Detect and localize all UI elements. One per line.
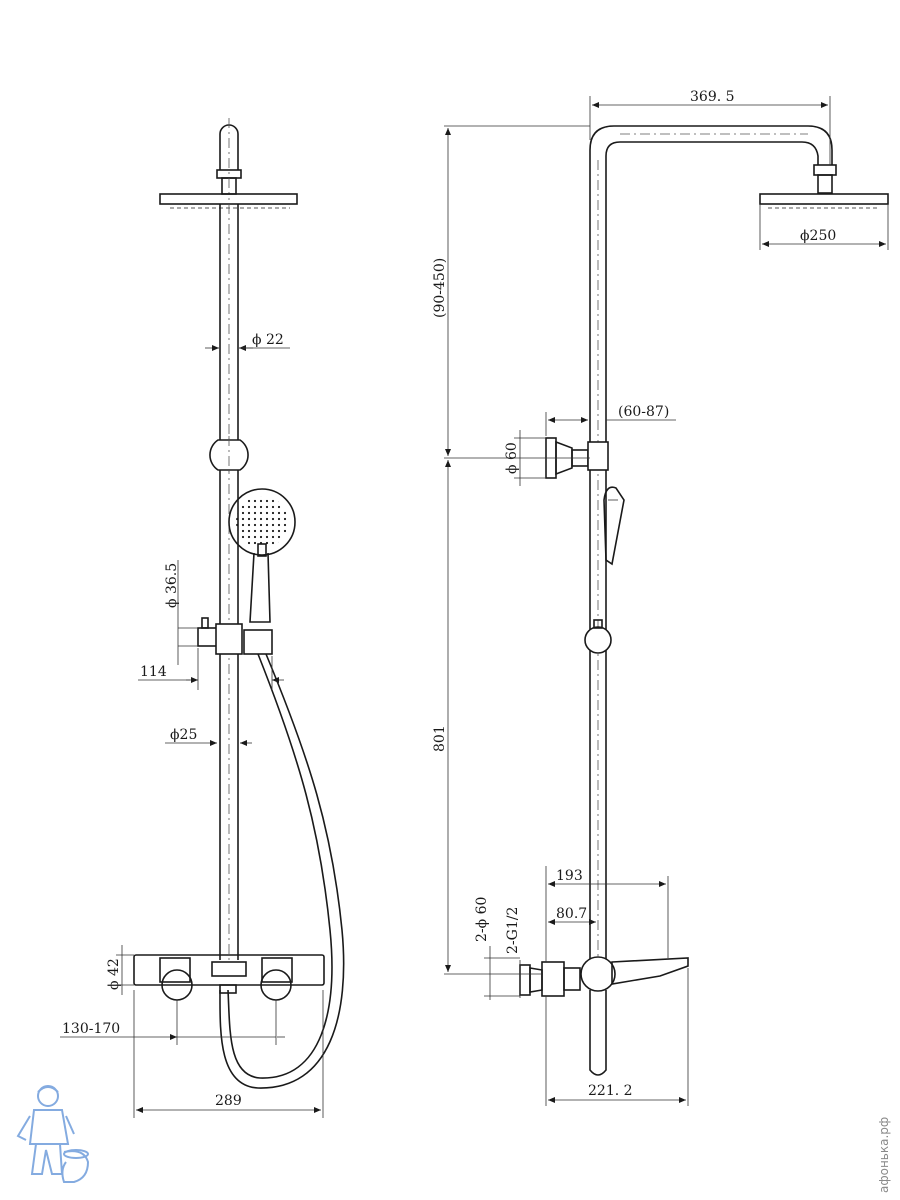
dim-inlet-centers: 130-170 [60,1000,285,1045]
dim-bracket-offset: (60-87) [545,404,676,436]
hand-shower-nozzles [236,496,288,548]
label-offset: 114 [140,664,167,680]
label-thread: 2-G1/2 [505,907,521,954]
dim-upper-height: (90-450) [432,125,590,456]
front-riser-pipe [219,204,239,960]
dim-knob-diameter: ϕ 42 [106,945,134,995]
front-mixer-body [133,954,325,1001]
label-bracket-offset: (60-87) [618,404,669,420]
label-holder-diameter: ϕ 36.5 [164,563,180,608]
dim-offset: 114 [138,648,284,690]
front-hose [219,653,345,1089]
label-upper-height: (90-450) [432,258,448,318]
dim-mixer-width: 289 [133,990,324,1118]
label-inlet-centers: 130-170 [62,1021,120,1037]
label-mixer-width: 289 [215,1093,242,1109]
front-wall-bracket [209,436,249,474]
label-arm-reach: 369. 5 [690,89,735,105]
side-view: 369. 5 ϕ250 (90-450) (60-87) ϕ 60 [432,89,889,1106]
dim-slider-diameter: ϕ25 [165,727,252,746]
label-193: 193 [556,868,583,884]
plumber-mascot-icon [16,1085,90,1183]
label-inlet-diameter: 2-ϕ 60 [474,897,490,942]
dim-total-height: 801 [432,457,590,975]
side-hand-shower [603,486,625,566]
dim-head-diameter: ϕ250 [759,204,889,250]
dim-193: 193 [545,866,669,962]
label-knob-diameter: ϕ 42 [106,958,122,990]
dim-thread: 2-G1/2 [505,907,521,998]
watermark-site-text: афонька.рф [877,1117,891,1193]
label-pipe-diameter: ϕ 22 [252,332,284,348]
front-head-shower [159,193,298,209]
dim-inlet-diameter: 2-ϕ 60 [474,897,520,1000]
dim-807: 80.7 [548,906,596,925]
dim-arm-reach: 369. 5 [589,89,831,165]
dim-spout-length: 221. 2 [545,968,689,1106]
front-slider-holder [197,617,273,655]
front-view: ϕ 22 ϕ 36.5 114 ϕ25 ϕ 42 [60,118,345,1118]
side-slider-knob [584,619,612,654]
dim-holder-diameter: ϕ 36.5 [164,560,198,665]
front-hand-shower [228,488,296,623]
side-mixer [519,956,689,1076]
front-top-cap [216,118,242,200]
label-slider-diameter: ϕ25 [170,727,197,743]
label-spout-length: 221. 2 [588,1083,633,1099]
dim-pipe-diameter: ϕ 22 [205,332,290,351]
watermark-site: афонька.рф [874,1085,894,1195]
side-head-shower [759,193,889,209]
side-overhead-arm [589,125,837,960]
label-head-diameter: ϕ250 [800,228,836,244]
label-807: 80.7 [556,906,587,922]
label-total-height: 801 [432,725,448,752]
